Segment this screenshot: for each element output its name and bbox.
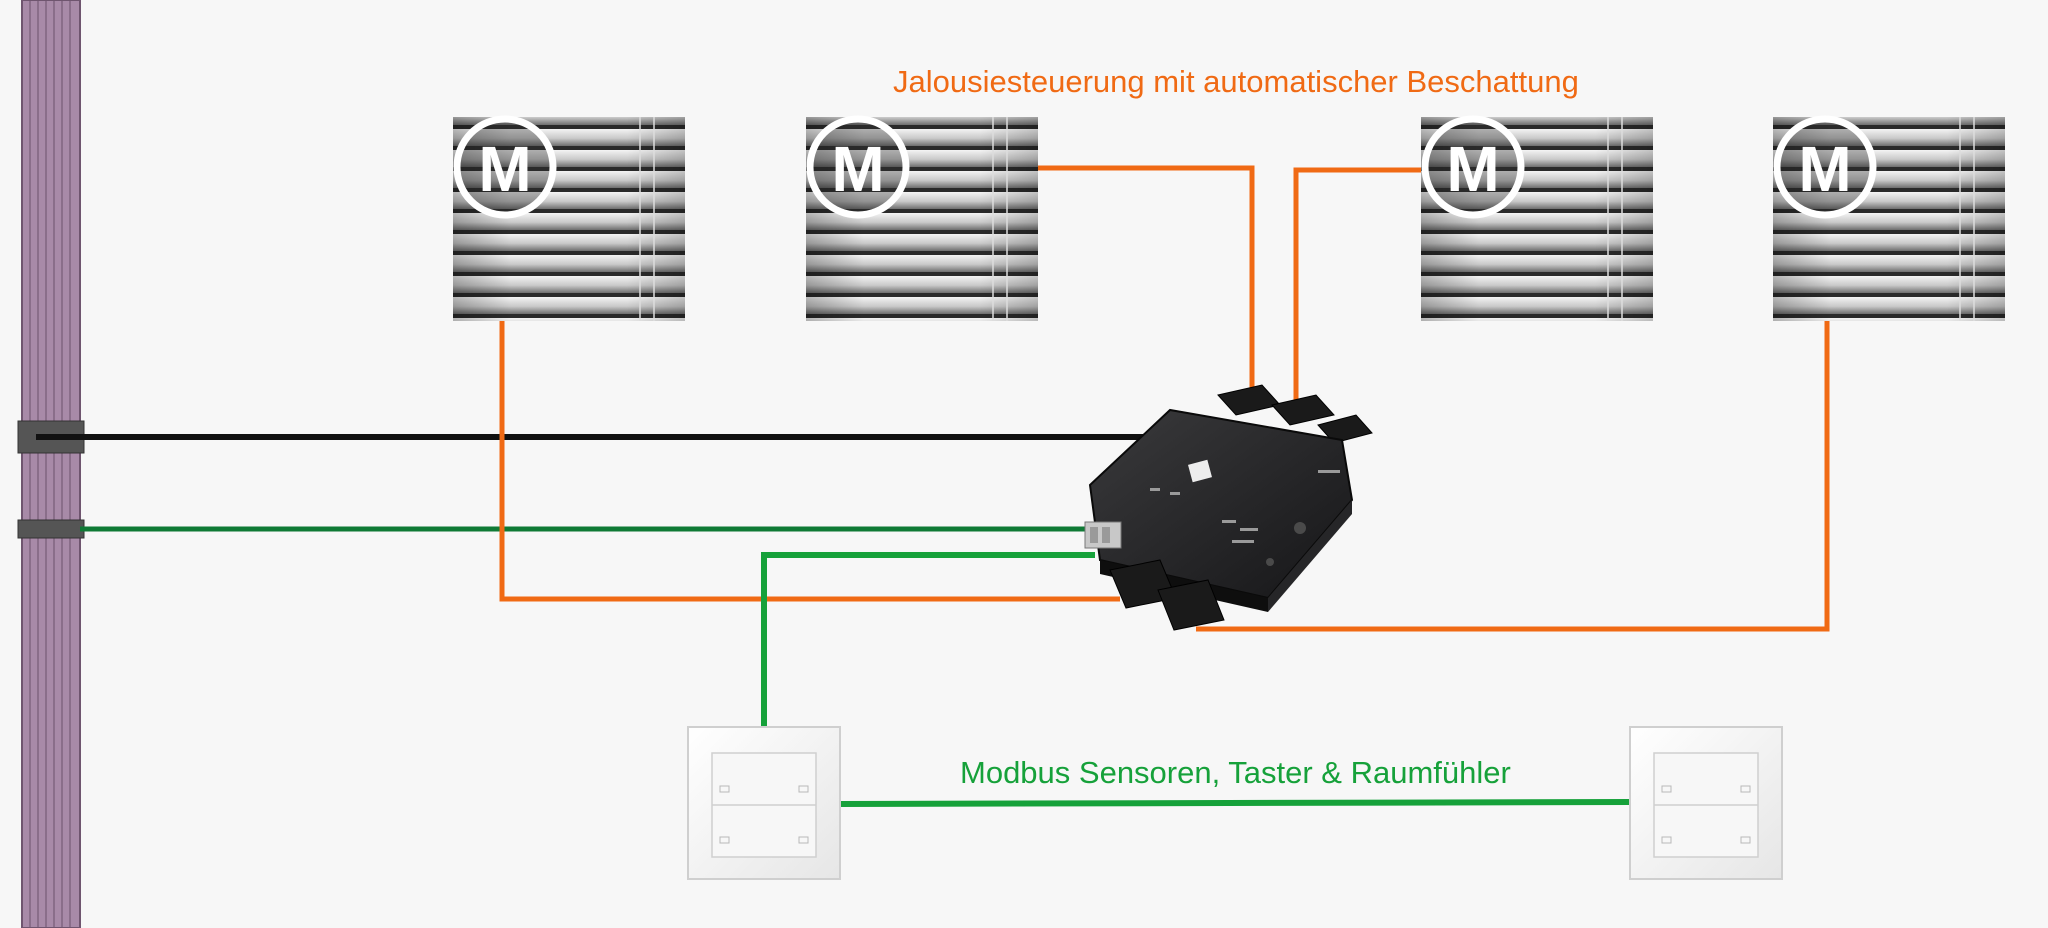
motor-icon	[453, 115, 557, 219]
motor-icon	[806, 115, 910, 219]
motor-letter: M	[1798, 133, 1851, 205]
top-connectors	[1217, 384, 1373, 444]
bus-clamp	[17, 519, 85, 539]
motor-wire-4	[1196, 222, 1830, 632]
motor-wire-3	[1293, 167, 1424, 405]
modbus-wire-controller	[761, 552, 1095, 727]
blind-3: M	[1421, 115, 1653, 321]
blind-controller	[1084, 384, 1373, 631]
motor-wire-1	[499, 222, 1120, 602]
modbus-wires	[761, 552, 1631, 807]
modbus-sensors-title: Modbus Sensoren, Taster & Raumfühler	[960, 755, 1511, 790]
blind-2: M	[806, 115, 1038, 321]
shading-control-title: Jalousiesteuerung mit automatischer Besc…	[893, 64, 1579, 99]
motor-letter: M	[831, 133, 884, 205]
switch-left	[687, 726, 841, 880]
blind-4: M	[1773, 115, 2005, 321]
cable-riser	[21, 0, 81, 928]
motor-icon	[1773, 115, 1877, 219]
modbus-wire-switches	[839, 799, 1631, 807]
switch-right	[1629, 726, 1783, 880]
motor-letter: M	[1446, 133, 1499, 205]
motor-icon	[1421, 115, 1525, 219]
blind-1: M	[453, 115, 685, 321]
motor-letter: M	[478, 133, 531, 205]
